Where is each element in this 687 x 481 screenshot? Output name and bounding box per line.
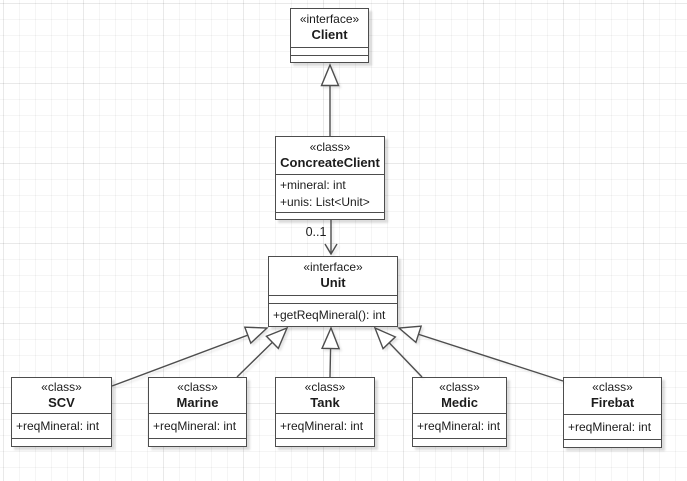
stereotype-label: «class»	[592, 380, 633, 395]
class-header: «class» Tank	[276, 378, 374, 413]
class-node-firebat[interactable]: «class» Firebat +reqMineral: int	[563, 377, 662, 448]
class-header: «class» Marine	[149, 378, 246, 413]
attribute: +reqMineral: int	[16, 418, 100, 433]
edge-generalization-medic-unit[interactable]	[375, 328, 423, 378]
attribute: +reqMineral: int	[280, 418, 364, 433]
class-node-marine[interactable]: «class» Marine +reqMineral: int	[148, 377, 247, 447]
edge-generalization-marine-unit[interactable]	[236, 328, 287, 378]
class-header: «class» ConcreateClient	[276, 137, 384, 174]
class-name: Client	[311, 27, 348, 43]
empty-compartment	[291, 55, 368, 62]
stereotype-label: «class»	[41, 379, 82, 394]
attribute: +reqMineral: int	[153, 418, 237, 433]
edge-generalization-firebat-unit[interactable]	[399, 328, 564, 382]
empty-compartment	[291, 47, 368, 55]
class-header: «interface» Client	[291, 9, 368, 47]
class-name: ConcreateClient	[280, 154, 380, 170]
class-node-medic[interactable]: «class» Medic +reqMineral: int	[412, 377, 507, 447]
class-header: «class» Medic	[413, 378, 506, 413]
class-name: SCV	[48, 394, 75, 410]
empty-compartment	[564, 439, 661, 447]
empty-compartment	[12, 438, 111, 446]
empty-compartment	[149, 438, 246, 446]
operation: +getReqMineral(): int	[273, 307, 386, 322]
empty-compartment	[276, 212, 384, 219]
attributes-compartment: +mineral: int +unis: List<Unit>	[276, 174, 384, 212]
class-node-tank[interactable]: «class» Tank +reqMineral: int	[275, 377, 375, 447]
stereotype-label: «interface»	[299, 12, 360, 27]
stereotype-label: «class»	[439, 379, 480, 394]
class-header: «interface» Unit	[269, 257, 397, 295]
attribute: +mineral: int	[280, 177, 346, 192]
attribute: +unis: List<Unit>	[280, 194, 370, 209]
class-name: Marine	[176, 394, 219, 410]
empty-compartment	[276, 438, 374, 446]
stereotype-label: «class»	[177, 379, 218, 394]
attributes-compartment: +reqMineral: int	[564, 414, 661, 439]
class-name: Unit	[320, 275, 346, 291]
empty-compartment	[413, 438, 506, 446]
class-node-scv[interactable]: «class» SCV +reqMineral: int	[11, 377, 112, 447]
multiplicity-label: 0..1	[305, 225, 327, 239]
attributes-compartment: +reqMineral: int	[12, 413, 111, 438]
attributes-compartment: +reqMineral: int	[149, 413, 246, 438]
class-node-client[interactable]: «interface» Client	[290, 8, 369, 63]
class-header: «class» SCV	[12, 378, 111, 413]
stereotype-label: «class»	[304, 379, 346, 394]
empty-compartment	[269, 295, 397, 303]
attributes-compartment: +reqMineral: int	[276, 413, 374, 438]
class-name: Medic	[441, 394, 478, 410]
attribute: +reqMineral: int	[417, 418, 501, 433]
attributes-compartment: +reqMineral: int	[413, 413, 506, 438]
operations-compartment: +getReqMineral(): int	[269, 303, 397, 326]
class-name: Tank	[310, 394, 340, 410]
class-node-concreateclient[interactable]: «class» ConcreateClient +mineral: int +u…	[275, 136, 385, 220]
class-name: Firebat	[590, 395, 635, 411]
interface-node-unit[interactable]: «interface» Unit +getReqMineral(): int	[268, 256, 398, 327]
class-header: «class» Firebat	[564, 378, 661, 414]
stereotype-label: «interface»	[303, 260, 363, 275]
edge-generalization-tank-unit[interactable]	[330, 328, 331, 378]
attribute: +reqMineral: int	[568, 419, 652, 434]
stereotype-label: «class»	[309, 139, 351, 154]
